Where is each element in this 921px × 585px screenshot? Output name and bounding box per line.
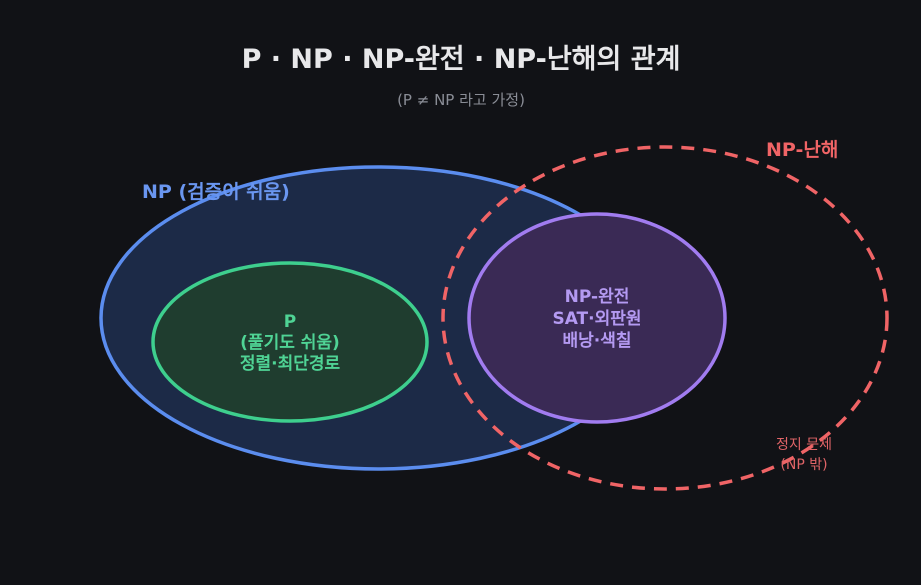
p-set-examples: 정렬·최단경로 [240, 353, 341, 374]
p-set-ellipse [151, 261, 429, 423]
diagram-title: P · NP · NP-완전 · NP-난해의 관계 [242, 44, 681, 75]
np-complete-examples-1: SAT·외판원 [552, 309, 641, 329]
np-complete-set-name: NP-완전 [565, 287, 630, 307]
np-complete-examples-2: 배낭·색칠 [562, 330, 631, 351]
np-complete-set-ellipse [467, 212, 727, 424]
np-hard-set-ellipse [441, 145, 889, 491]
halting-problem-label: 정지 문제 [776, 437, 832, 453]
p-set-description: (풀기도 쉬움) [240, 333, 340, 353]
np-hard-set-label: NP-난해 [766, 139, 838, 161]
halting-problem-note: (NP 밖) [780, 457, 827, 473]
diagram-subtitle: (P ≠ NP 라고 가정) [397, 91, 525, 109]
np-set-label: NP (검증이 쉬움) [142, 181, 290, 203]
p-set-name: P [284, 312, 296, 332]
